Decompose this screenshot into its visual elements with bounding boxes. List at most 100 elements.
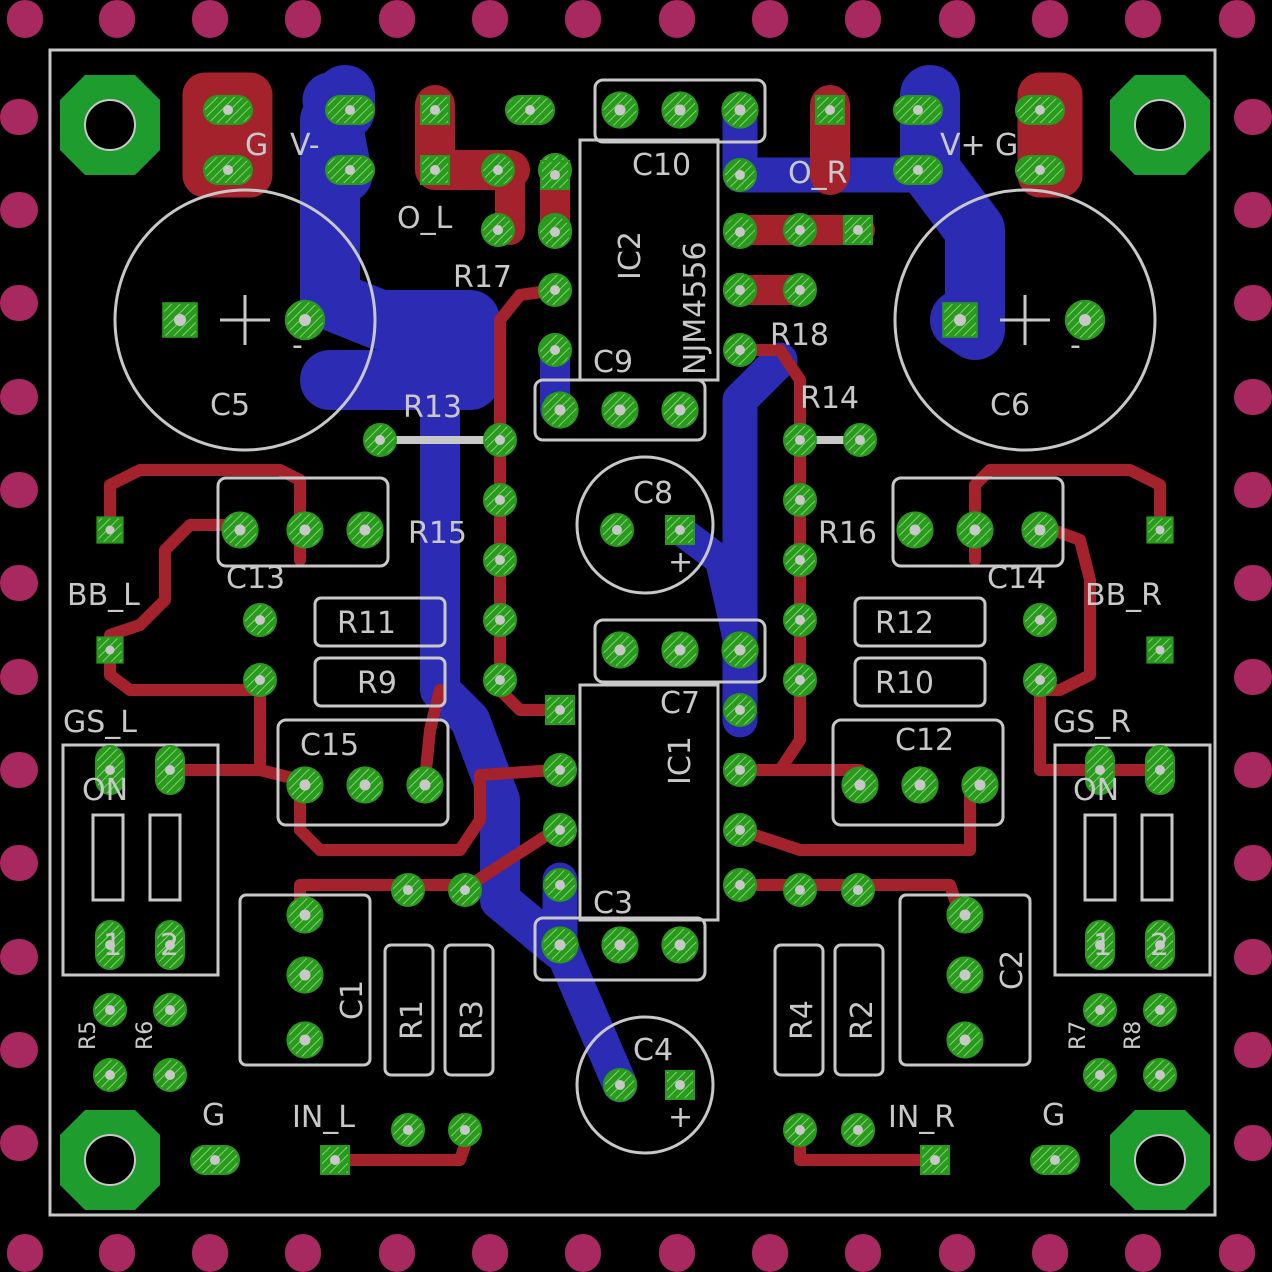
drill-hole: [614, 644, 626, 656]
drill-hole: [959, 969, 971, 981]
drill-hole: [795, 285, 805, 295]
label-c10: C10: [632, 148, 691, 183]
label-r18: R18: [770, 318, 829, 353]
frame-pad: [192, 1234, 228, 1272]
label-gs-r: GS_R: [1053, 705, 1131, 740]
drill-hole: [1035, 105, 1045, 115]
frame-pad: [0, 659, 38, 695]
drill-hole: [555, 880, 565, 890]
drill-hole: [165, 940, 175, 950]
drill-hole: [375, 435, 385, 445]
drill-hole: [403, 885, 413, 895]
label-r9: R9: [357, 666, 397, 701]
drill-hole: [954, 314, 966, 326]
label-r4: R4: [785, 1000, 820, 1040]
drill-hole: [105, 645, 115, 655]
label-r8: R8: [1121, 1021, 1146, 1050]
drill-hole: [1095, 1070, 1105, 1080]
drill-hole: [854, 779, 866, 791]
pad: [665, 515, 695, 545]
drill-hole: [735, 825, 745, 835]
drill-hole: [855, 435, 865, 445]
frame-pad: [0, 472, 38, 508]
drill-hole: [223, 165, 233, 175]
frame-pad: [1234, 285, 1272, 321]
drill-hole: [493, 165, 503, 175]
label-c5: C5: [210, 388, 250, 423]
label-c6: C6: [990, 388, 1030, 423]
drill-hole: [1155, 1070, 1165, 1080]
drill-hole: [495, 435, 505, 445]
pad: [942, 302, 978, 338]
drill-hole: [430, 165, 440, 175]
label-c4: C4: [633, 1033, 673, 1068]
drill-hole: [1155, 525, 1165, 535]
drill-hole: [495, 555, 505, 565]
label-c15: C15: [300, 728, 359, 763]
frame-pad: [1234, 1032, 1272, 1068]
frame-pad: [939, 0, 975, 38]
drill-hole: [105, 940, 115, 950]
frame-pad: [379, 1234, 415, 1272]
frame-pad: [1234, 752, 1272, 788]
label-g-left-bottom: G: [202, 1098, 225, 1133]
label-on-right: ON: [1073, 773, 1119, 808]
drill-hole: [1050, 1155, 1060, 1165]
drill-hole: [614, 939, 626, 951]
drill-hole: [555, 765, 565, 775]
drill-hole: [210, 1155, 220, 1165]
label-c13: C13: [226, 561, 285, 596]
label-c9: C9: [593, 345, 633, 380]
drill-hole: [105, 525, 115, 535]
label-switch-right-1: 1: [1093, 928, 1112, 963]
label-r3: R3: [455, 1000, 490, 1040]
frame-pad: [752, 1234, 788, 1272]
drill-hole: [853, 1125, 863, 1135]
drill-hole: [223, 105, 233, 115]
silkscreen: [61, 78, 1212, 1155]
drill-hole: [674, 404, 686, 416]
drill-hole: [1035, 165, 1045, 175]
label-c8-plus: +: [668, 545, 693, 580]
drill-hole: [359, 524, 371, 536]
silkscreen-labels: G V- V+ G O_L O_R C10 IC2 NJM4556 R17 R1…: [63, 128, 1169, 1135]
label-r10: R10: [875, 666, 934, 701]
label-in-r: IN_R: [888, 1100, 955, 1135]
drill-hole: [674, 104, 686, 116]
label-c6-minus: -: [1070, 328, 1081, 363]
frame-pad: [1032, 1234, 1068, 1272]
frame-pad: [285, 0, 321, 38]
label-r7: R7: [1066, 1021, 1091, 1050]
frame-pad: [1234, 939, 1272, 975]
drill-hole: [675, 1080, 685, 1090]
frame-pad: [565, 1234, 601, 1272]
drill-hole: [959, 1034, 971, 1046]
drill-hole: [735, 705, 745, 715]
frame-pad: [0, 565, 38, 601]
drill-hole: [913, 105, 923, 115]
label-r12: R12: [875, 606, 934, 641]
drill-hole: [1034, 524, 1046, 536]
drill-hole: [909, 524, 921, 536]
drill-hole: [734, 644, 746, 656]
drill-hole: [1035, 675, 1045, 685]
drill-hole: [795, 675, 805, 685]
frame-pad: [1234, 379, 1272, 415]
drill-hole: [735, 345, 745, 355]
label-c12: C12: [895, 723, 954, 758]
frame-pad: [472, 0, 508, 38]
drill-hole: [555, 825, 565, 835]
drill-hole: [1095, 765, 1105, 775]
frame-pad: [7, 0, 43, 38]
frame-pad: [379, 0, 415, 38]
label-c5-minus: -: [292, 328, 303, 363]
frame-pad: [1125, 0, 1161, 38]
drill-hole: [255, 675, 265, 685]
drill-hole: [525, 105, 535, 115]
frame-pad: [1219, 0, 1255, 38]
label-g-right-bottom: G: [1042, 1098, 1065, 1133]
frame-pad: [1234, 99, 1272, 135]
label-bb-r: BB_R: [1085, 578, 1162, 613]
frame-pad: [1219, 1234, 1255, 1272]
